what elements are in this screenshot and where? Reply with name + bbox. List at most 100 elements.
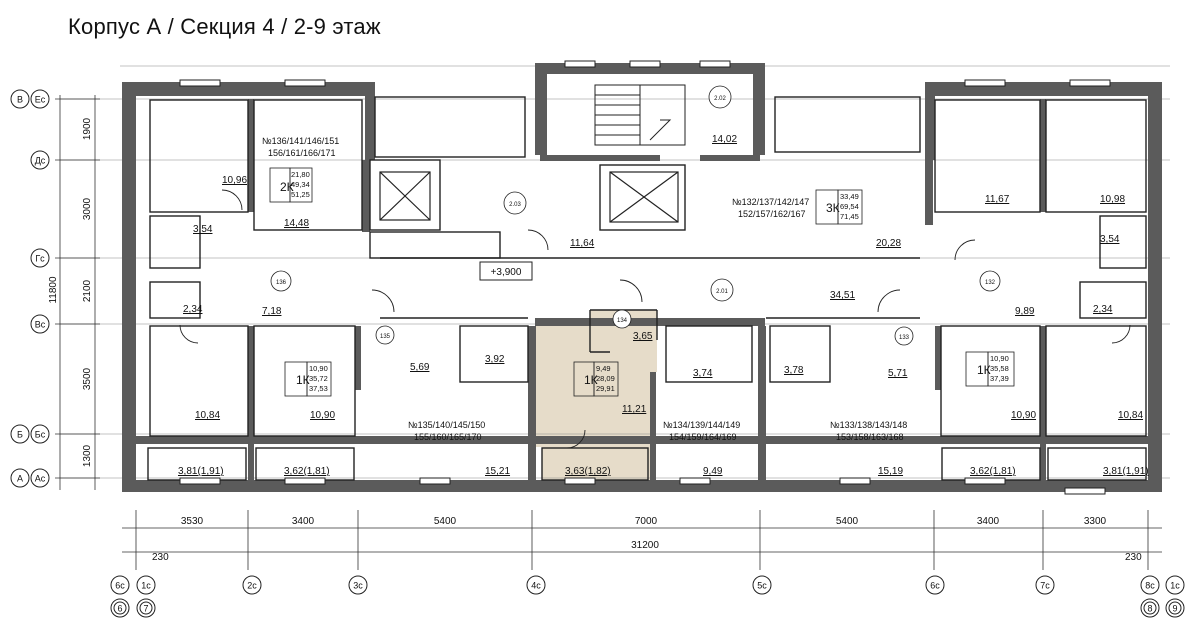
bottom-dimension: 3400 xyxy=(977,516,1000,527)
room-area-label: 3,63(1,82) xyxy=(565,466,611,477)
apartment-numbers: 153/158/163/168 xyxy=(836,432,904,442)
room-area-label: 5,71 xyxy=(888,368,908,379)
room-area-label: 11,64 xyxy=(570,238,595,249)
apartment-area: 21,80 xyxy=(291,170,310,179)
bottom-edge-dimension: 230 xyxy=(152,552,169,563)
elevation-label: +3,900 xyxy=(491,267,522,278)
apartment-numbers: №134/139/144/149 xyxy=(663,420,740,430)
apartment-numbers: 156/161/166/171 xyxy=(268,148,336,158)
bottom-dimension: 3300 xyxy=(1084,516,1107,527)
axis-label: Вс xyxy=(35,320,46,330)
axis-label: В xyxy=(17,95,23,105)
room-area-label: 11,21 xyxy=(622,404,647,415)
staircase xyxy=(594,84,686,146)
room-area-label: 2,34 xyxy=(183,304,203,315)
apartment-area: 10,90 xyxy=(990,354,1009,363)
apartment-area: 71,45 xyxy=(840,212,859,221)
axis-label: 6 xyxy=(117,604,122,614)
room-area-label: 2,34 xyxy=(1093,304,1113,315)
axis-label: 7с xyxy=(1040,581,1050,591)
room-area-label: 3,65 xyxy=(633,331,653,342)
left-total-dimension: 11800 xyxy=(48,276,59,304)
axis-label: 8с xyxy=(1145,581,1155,591)
axis-label: Ас xyxy=(35,474,46,484)
apartment-area: 10,90 xyxy=(309,364,328,373)
door-tag: 136 xyxy=(276,280,287,286)
room-area-label: 3,62(1,81) xyxy=(284,466,330,477)
bottom-dimension: 3400 xyxy=(292,516,315,527)
axis-label: Ес xyxy=(35,95,46,105)
bottom-total-dimension: 31200 xyxy=(631,540,659,551)
page-title: Корпус А / Секция 4 / 2-9 этаж xyxy=(68,14,381,39)
door-tag-circles xyxy=(270,85,1001,346)
room-area-label: 9,49 xyxy=(703,466,723,477)
axis-label: 1с xyxy=(1170,581,1180,591)
door-tag: 2.03 xyxy=(509,202,521,208)
room-area-label: 10,84 xyxy=(195,410,220,421)
apartment-area: 49,34 xyxy=(291,180,310,189)
room-area-label: 3,78 xyxy=(784,365,804,376)
apartment-numbers: №132/137/142/147 xyxy=(732,197,809,207)
bottom-dimension: 7000 xyxy=(635,516,658,527)
left-dimension: 3500 xyxy=(82,367,93,390)
left-dimension: 3000 xyxy=(82,197,93,220)
apartment-type: 1К xyxy=(296,373,310,387)
room-area-label: 14,48 xyxy=(284,218,309,229)
room-area-label: 9,89 xyxy=(1015,306,1035,317)
axis-label: 5с xyxy=(757,581,767,591)
apartment-area: 28,09 xyxy=(596,374,615,383)
room-area-label: 11,67 xyxy=(985,194,1010,205)
bottom-dimension: 3530 xyxy=(181,516,204,527)
door-tag: 2.02 xyxy=(714,96,726,102)
axis-label: А xyxy=(17,474,23,484)
room-area-label: 15,21 xyxy=(485,466,510,477)
room-area-label: 3,81(1,91) xyxy=(1103,466,1149,477)
apartment-type: 2К xyxy=(280,180,294,194)
left-dimension: 1900 xyxy=(82,117,93,140)
bottom-dimension: 5400 xyxy=(434,516,457,527)
apartment-numbers: 152/157/162/167 xyxy=(738,209,806,219)
apartment-numbers: 155/160/165/170 xyxy=(414,432,482,442)
room-area-label: 3,54 xyxy=(193,224,213,235)
apartment-area: 29,91 xyxy=(596,384,615,393)
axis-label: 7 xyxy=(143,604,148,614)
bottom-edge-dimension: 230 xyxy=(1125,552,1142,563)
door-tag: 2.01 xyxy=(716,289,728,295)
bottom-dimension-chain xyxy=(122,510,1162,570)
room-area-label: 10,90 xyxy=(1011,410,1036,421)
axis-label: 9 xyxy=(1172,604,1177,614)
door-tag: 132 xyxy=(985,280,996,286)
apartment-area: 33,49 xyxy=(840,192,859,201)
left-dimension: 2100 xyxy=(82,279,93,302)
axis-label: 1с xyxy=(141,581,151,591)
apartment-area: 37,53 xyxy=(309,384,328,393)
apartment-numbers: №135/140/145/150 xyxy=(408,420,485,430)
room-area-label: 14,02 xyxy=(712,134,737,145)
elevator-left xyxy=(379,171,431,221)
apartment-area: 35,72 xyxy=(309,374,328,383)
room-area-label: 3,62(1,81) xyxy=(970,466,1016,477)
room-area-label: 3,74 xyxy=(693,368,713,379)
apartment-type: 3К xyxy=(826,201,840,215)
axis-label: 3с xyxy=(353,581,363,591)
left-dimension-chain xyxy=(55,95,100,490)
room-area-label: 34,51 xyxy=(830,290,855,301)
axis-label: 6с xyxy=(930,581,940,591)
axis-label: Гс xyxy=(35,254,45,264)
room-area-label: 10,98 xyxy=(1100,194,1125,205)
room-area-label: 10,84 xyxy=(1118,410,1143,421)
room-area-label: 5,69 xyxy=(410,362,430,373)
walls xyxy=(122,63,1162,492)
apartment-type: 1К xyxy=(977,363,991,377)
axis-label: Бс xyxy=(35,430,46,440)
apartment-numbers: 154/159/164/169 xyxy=(669,432,737,442)
axis-label: 2с xyxy=(247,581,257,591)
apartment-numbers: №136/141/146/151 xyxy=(262,136,339,146)
axis-label: 4с xyxy=(531,581,541,591)
elevator-right xyxy=(609,171,679,223)
room-area-label: 20,28 xyxy=(876,238,901,249)
apartment-area: 9,49 xyxy=(596,364,611,373)
apartment-numbers: №133/138/143/148 xyxy=(830,420,907,430)
room-area-label: 3,54 xyxy=(1100,234,1120,245)
